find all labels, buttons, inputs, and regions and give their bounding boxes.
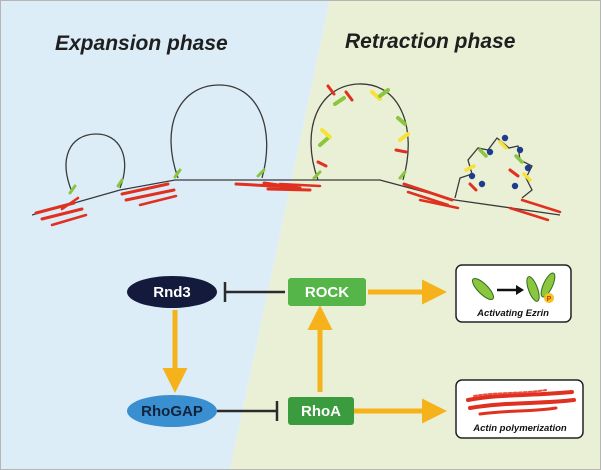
active-ezrin-right-arm [540, 272, 556, 298]
actin-filament-icon [466, 389, 576, 416]
retraction-phase-title: Retraction phase [345, 30, 516, 53]
ezrin-inset-box [455, 264, 572, 323]
retraction-background [230, 0, 601, 470]
small-expanding-bleb [65, 133, 126, 193]
rnd3-node: Rnd3 [127, 276, 217, 308]
ezrin-inset: P Activating Ezrin [455, 264, 572, 323]
phospho-mark [544, 293, 554, 303]
activation-arrow-head [516, 285, 524, 295]
rock-label: ROCK [305, 284, 349, 301]
rock-inhibits-rnd3 [223, 282, 285, 302]
rock-node: ROCK [288, 278, 366, 306]
rhogap-label: RhoGAP [141, 403, 203, 420]
retraction-cortex-proteins [316, 84, 532, 192]
active-ezrin-left-arm [526, 276, 540, 302]
rhogap-inhibits-rhoa [217, 401, 279, 421]
retracting-bleb-large [310, 83, 409, 181]
membrane-line [31, 179, 561, 216]
rhoa-label: RhoA [301, 403, 341, 420]
inactive-ezrin-icon [471, 277, 495, 301]
ezrin-inset-caption: Activating Ezrin [476, 308, 549, 319]
actin-inset-caption: Actin polymerization [472, 423, 567, 434]
retraction-blebs [234, 83, 562, 222]
retraction-actin-cortex [234, 170, 562, 222]
rnd3-label: Rnd3 [153, 284, 191, 301]
actin-inset: Actin polymerization [455, 379, 584, 439]
rhoa-node: RhoA [288, 397, 354, 425]
large-expanding-bleb [170, 84, 268, 179]
expansion-phase-title: Expansion phase [55, 32, 228, 55]
rhogap-node: RhoGAP [127, 395, 217, 427]
expansion-background [0, 0, 330, 470]
phospho-label: P [547, 296, 552, 303]
